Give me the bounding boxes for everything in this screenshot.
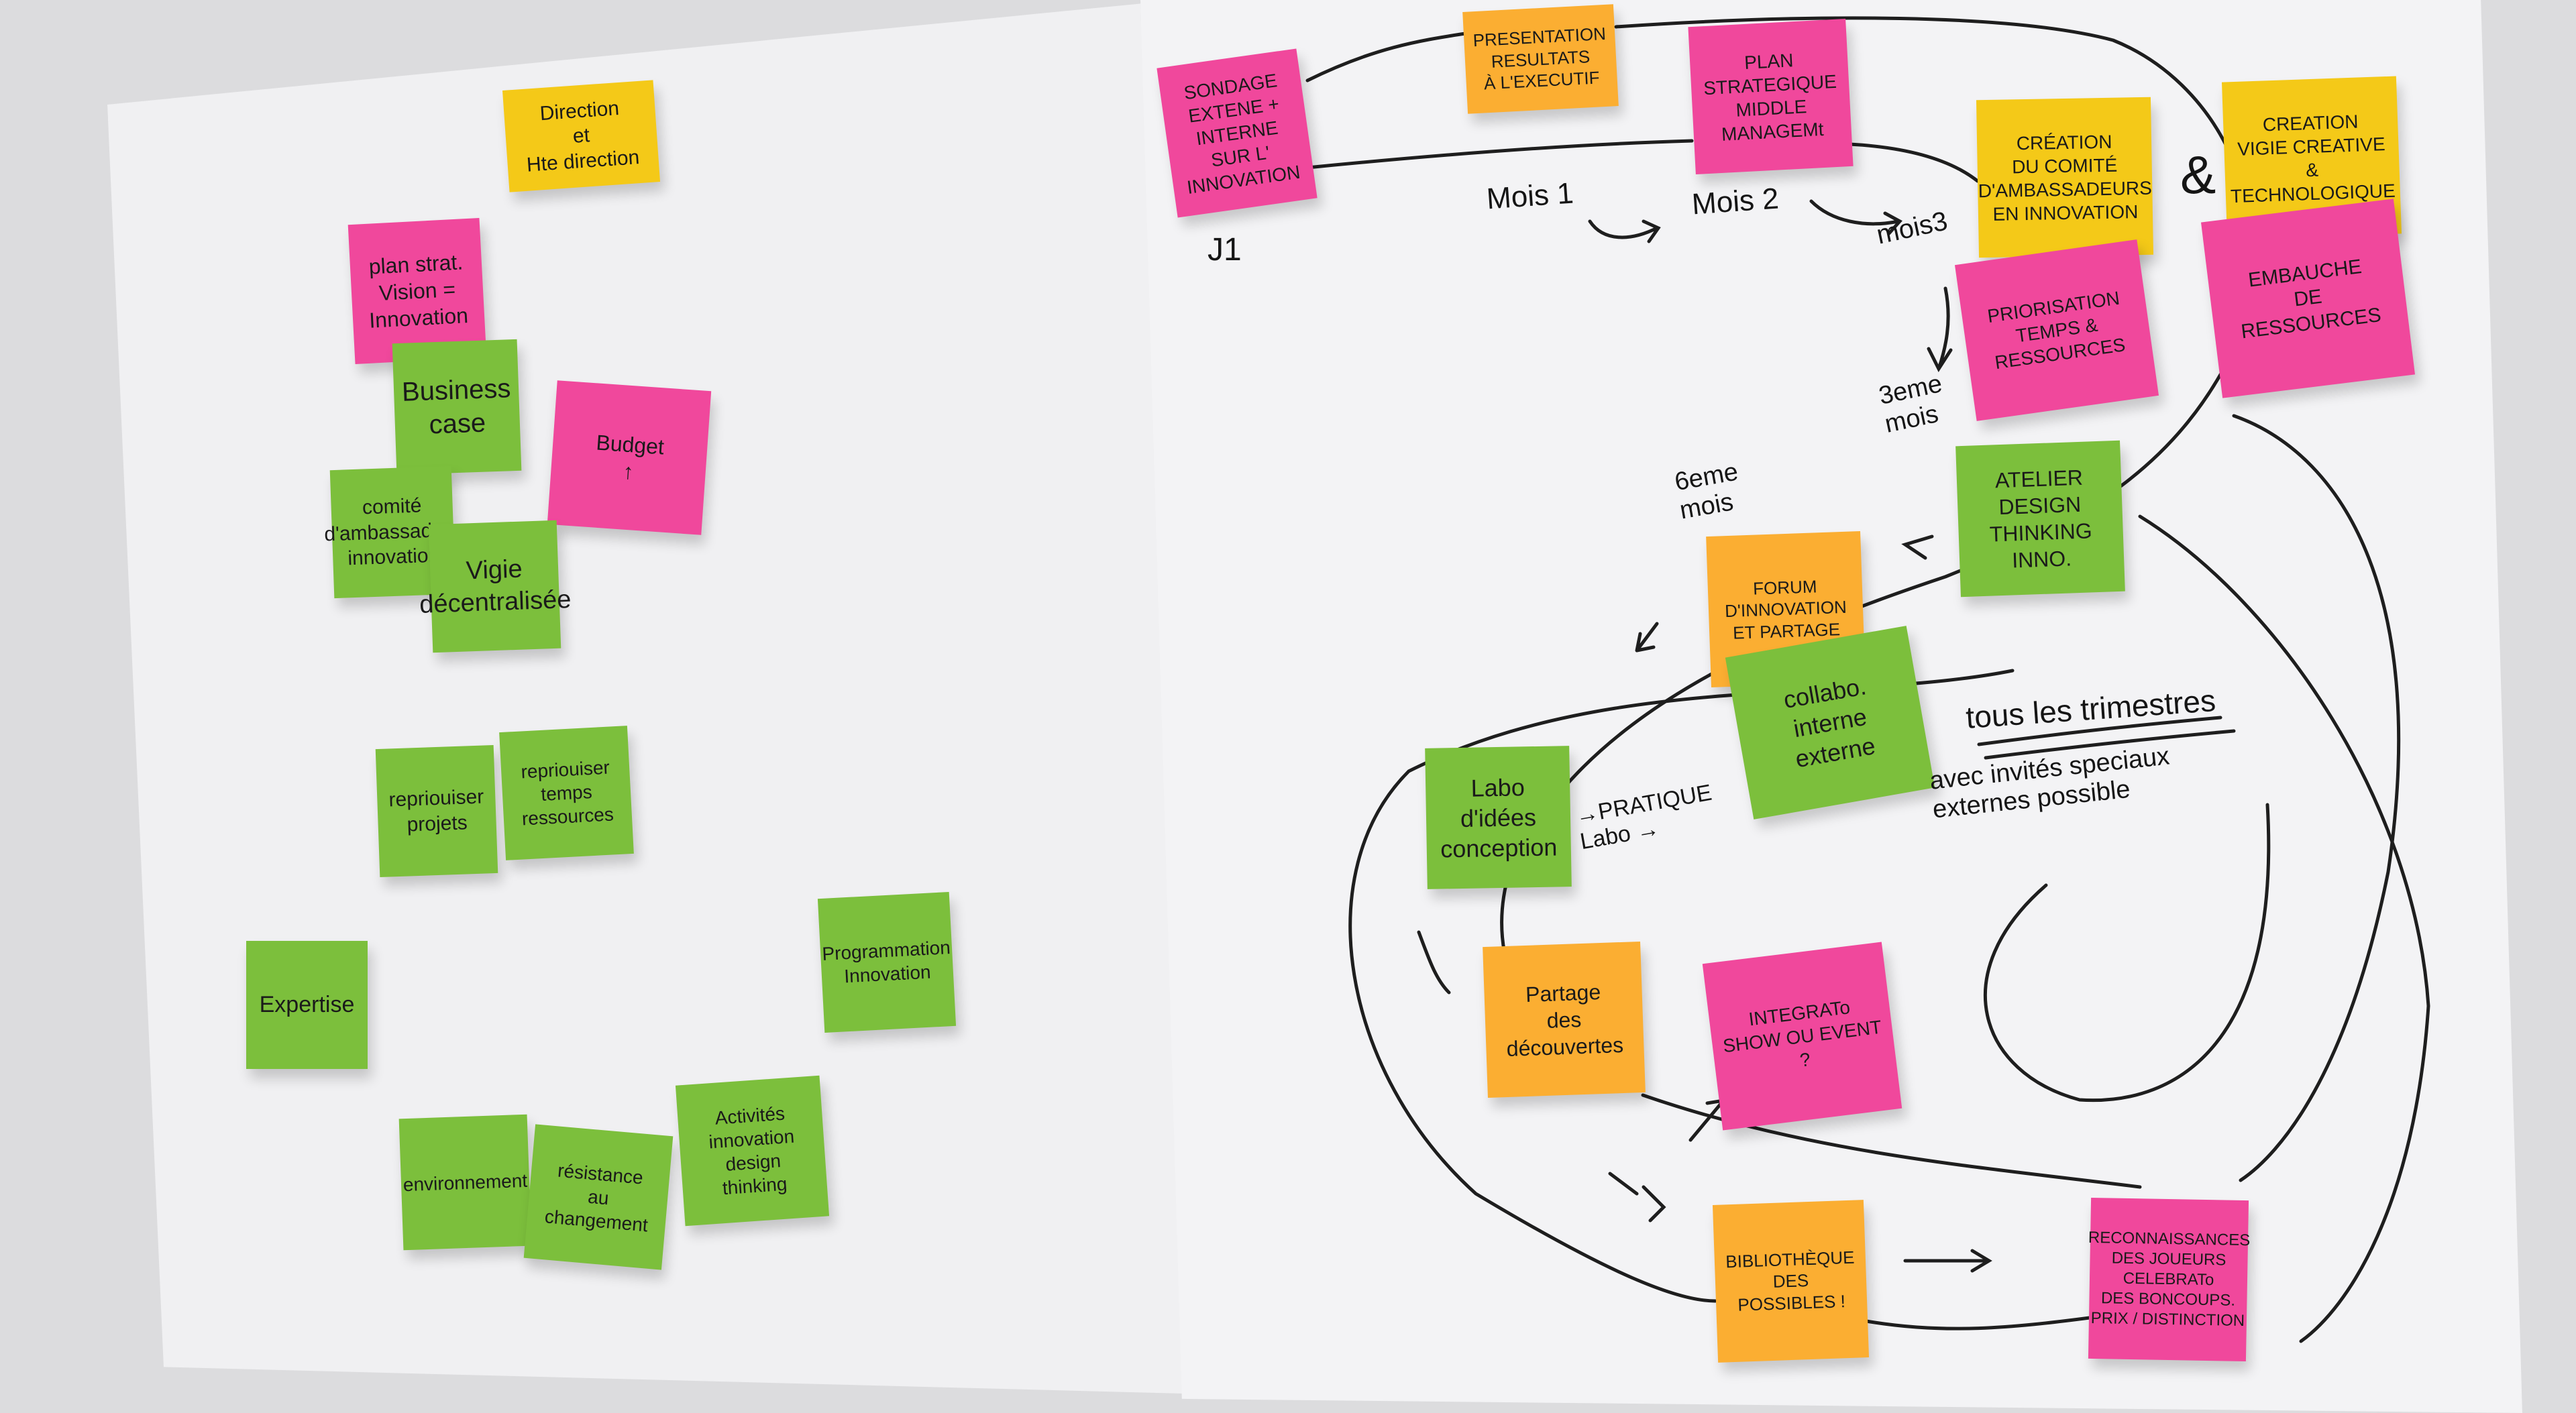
right-sticky-note-sondage-extene-interne-sur-l-inn: SONDAGE EXTENE + INTERNE SUR L' INNOVATI…	[1157, 48, 1318, 218]
sticky-note-text: Direction et Hte direction	[525, 97, 641, 176]
sticky-note-text: BIBLIOTHÈQUE DES POSSIBLES !	[1725, 1247, 1855, 1315]
sticky-note-text: Partage des découvertes	[1506, 979, 1624, 1061]
left-sticky-note-programmation-innovation: Programmation Innovation	[817, 892, 957, 1033]
right-sticky-note-creation-du-comite-d-ambassadeur: CRÉATION DU COMITÉ D'AMBASSADEURS EN INN…	[1976, 97, 2154, 258]
sticky-note-text: Vigie décentralisée	[419, 555, 572, 619]
left-sticky-note-vigie-decentralisee: Vigie décentralisée	[419, 520, 572, 653]
handwritten-label-6eme-mois: 6eme mois	[1672, 457, 1741, 525]
left-sticky-note-repriouiser-temps-ressources: repriouiser temps ressources	[499, 726, 634, 860]
left-sticky-note-resistance-au-changement: résistance au changement	[523, 1124, 674, 1270]
sticky-note-text: CRÉATION DU COMITÉ D'AMBASSADEURS EN INN…	[1978, 131, 2153, 225]
sticky-note-text: Business case	[401, 374, 512, 440]
sticky-note-text: Expertise	[259, 992, 355, 1018]
sticky-note-text: repriouiser projets	[388, 785, 484, 836]
sticky-note-text: Programmation Innovation	[821, 937, 951, 987]
left-sticky-note-repriouiser-projets: repriouiser projets	[375, 744, 498, 878]
left-sticky-note-business-case: Business case	[392, 339, 522, 475]
left-sticky-note-budget: Budget ↑	[547, 380, 712, 535]
sticky-note-text: Activités innovation design thinking	[708, 1103, 796, 1199]
sticky-note-text: RECONNAISSANCES DES JOUEURS CELEBRATo DE…	[2088, 1228, 2251, 1330]
sticky-note-text: environnement	[402, 1170, 528, 1195]
sticky-note-text: Budget ↑	[595, 430, 665, 484]
sticky-note-text: INTEGRATo SHOW OU EVENT ?	[1721, 996, 1883, 1071]
handwritten-label-ampersand: &	[2180, 145, 2216, 205]
right-sticky-note-plan-strategique-middle-managemt: PLAN STRATEGIQUE MIDDLE MANAGEMt	[1688, 19, 1854, 174]
right-sticky-note-labo-d-idees-conception: Labo d'idées conception	[1425, 746, 1572, 889]
right-sticky-note-collabo-interne-externe: collabo. interne externe	[1725, 626, 1935, 819]
sticky-note-text: PRESENTATION RESULTATS À L'EXECUTIF	[1472, 23, 1607, 94]
sticky-note-text: collabo. interne externe	[1781, 672, 1878, 773]
handwritten-label-mois-2: Mois 2	[1690, 182, 1780, 221]
handwritten-label-mois-1: Mois 1	[1485, 176, 1575, 216]
sticky-note-text: résistance au changement	[543, 1160, 649, 1236]
right-sticky-note-reconnaissances-des-joueurs-cele: RECONNAISSANCES DES JOUEURS CELEBRATo DE…	[2088, 1197, 2251, 1362]
left-sticky-note-expertise: Expertise	[246, 941, 368, 1069]
sticky-note-text: EMBAUCHE DE RESSOURCES	[2239, 255, 2383, 343]
right-sticky-note-priorisation-temps-ressources: PRIORISATION TEMPS & RESSOURCES	[1954, 239, 2159, 421]
left-flipchart-sheet	[107, 0, 1234, 1395]
handwritten-label-j1: J1	[1208, 232, 1242, 268]
sticky-note-text: CREATION VIGIE CREATIVE & TECHNOLOGIQUE	[2230, 111, 2396, 207]
right-sticky-note-presentation-resultats-a-l-execu: PRESENTATION RESULTATS À L'EXECUTIF	[1462, 4, 1619, 114]
sticky-note-text: plan strat. Vision = Innovation	[368, 249, 469, 333]
sticky-note-text: PLAN STRATEGIQUE MIDDLE MANAGEMt	[1703, 50, 1837, 145]
left-sticky-note-environnement: environnement	[398, 1114, 532, 1251]
left-sticky-note-direction-et-hte-direction: Direction et Hte direction	[502, 80, 661, 192]
sticky-note-text: Labo d'idées conception	[1440, 773, 1558, 863]
right-sticky-note-atelier-design-thinking-inno: ATELIER DESIGN THINKING INNO.	[1955, 440, 2125, 598]
right-sticky-note-integrato-show-ou-event: INTEGRATo SHOW OU EVENT ?	[1702, 942, 1902, 1131]
left-sticky-note-activites-innovation-design-thin: Activités innovation design thinking	[675, 1075, 830, 1227]
sticky-note-text: PRIORISATION TEMPS & RESSOURCES	[1986, 287, 2127, 374]
right-sticky-note-embauche-de-ressources: EMBAUCHE DE RESSOURCES	[2200, 199, 2416, 398]
sticky-note-text: repriouiser temps ressources	[520, 756, 614, 830]
right-sticky-note-partage-des-decouvertes: Partage des découvertes	[1483, 941, 1646, 1098]
sticky-note-text: SONDAGE EXTENE + INTERNE SUR L' INNOVATI…	[1182, 70, 1302, 199]
sticky-note-text: ATELIER DESIGN THINKING INNO.	[1989, 465, 2093, 573]
sticky-note-text: FORUM D'INNOVATION ET PARTAGE	[1724, 576, 1847, 643]
right-sticky-note-bibliotheque-des-possibles: BIBLIOTHÈQUE DES POSSIBLES !	[1712, 1200, 1870, 1363]
